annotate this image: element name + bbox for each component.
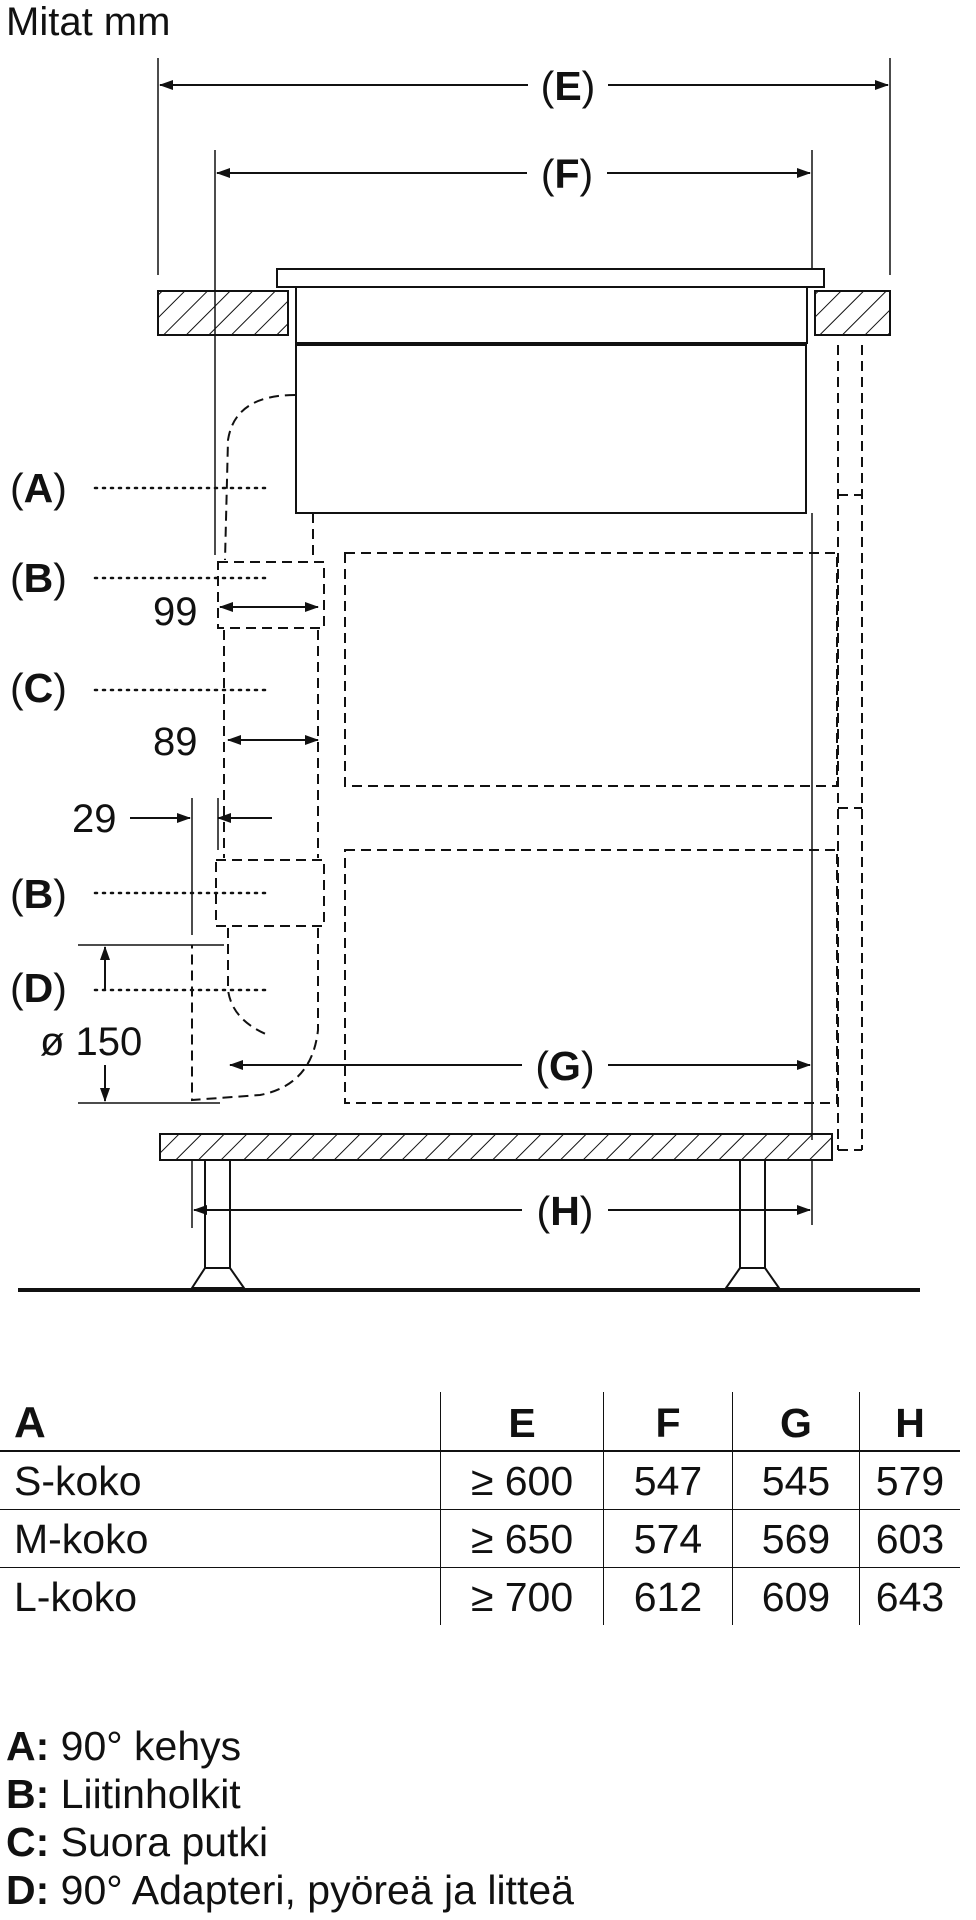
table-cell: 643 — [859, 1567, 960, 1625]
part-b2-letter: B — [24, 871, 54, 917]
dimension-f-letter: F — [554, 151, 579, 197]
part-label-a: (A) — [10, 465, 267, 511]
part-a-letter: A — [24, 465, 54, 511]
legend-text: Suora putki — [49, 1819, 269, 1865]
table-cell: 609 — [732, 1567, 860, 1625]
dimension-g-letter: G — [549, 1043, 581, 1089]
table-row: L-koko ≥ 700 612 609 643 — [0, 1567, 960, 1625]
legend-key: A: — [6, 1723, 50, 1769]
worktop-cutout — [157, 290, 891, 336]
part-label-c: (C) — [10, 665, 267, 711]
part-b-close: ) — [53, 555, 67, 601]
table-cell: 612 — [603, 1567, 733, 1625]
parts-legend: A: 90° kehys B: Liitinholkit C: Suora pu… — [6, 1722, 574, 1914]
duct-system — [191, 394, 325, 1102]
part-label-b-lower: (B) — [10, 871, 267, 917]
part-a-open: ( — [10, 465, 24, 511]
legend-item: A: 90° kehys — [6, 1722, 574, 1770]
table-cell: 569 — [732, 1509, 860, 1568]
dimension-g-close: ) — [581, 1043, 595, 1089]
table-cell: M-koko — [0, 1509, 441, 1568]
part-b-open: ( — [10, 555, 24, 601]
dimension-diagram: (E) (F) (A) — [10, 58, 920, 1292]
dimension-f: (F) — [214, 150, 813, 555]
measurement-89: 89 — [153, 720, 319, 764]
svg-text:ø 150: ø 150 — [40, 1020, 142, 1064]
legend-text: 90° kehys — [49, 1723, 242, 1769]
part-label-b-upper: (B) — [10, 555, 267, 601]
table-cell: S-koko — [0, 1451, 441, 1510]
svg-text:(E): (E) — [541, 63, 596, 109]
dimension-h-close: ) — [580, 1188, 594, 1234]
svg-text:89: 89 — [153, 720, 198, 764]
svg-text:(G): (G) — [535, 1043, 594, 1089]
cabinet-side — [344, 345, 863, 1151]
table-row: S-koko ≥ 600 547 545 579 — [0, 1451, 960, 1510]
part-c-letter: C — [24, 665, 54, 711]
legend-key: D: — [6, 1867, 50, 1913]
legend-key: C: — [6, 1819, 50, 1865]
table-cell: L-koko — [14, 1573, 138, 1620]
dimensions-table: A E F G H S-koko ≥ 600 547 545 579 M-kok… — [0, 1392, 960, 1625]
dimension-h-open: ( — [537, 1188, 551, 1234]
table-cell: ≥ 700 — [440, 1567, 604, 1625]
legend-item: B: Liitinholkit — [6, 1770, 574, 1818]
table-cell: ≥ 600 — [440, 1451, 604, 1510]
dimension-e-letter: E — [554, 63, 581, 109]
hob-unit — [276, 268, 825, 514]
part-b-letter: B — [24, 555, 54, 601]
part-label-d: (D) — [10, 965, 267, 1011]
svg-text:(H): (H) — [537, 1188, 594, 1234]
measurement-99: 99 — [153, 590, 319, 634]
svg-text:(B): (B) — [10, 555, 67, 601]
dimension-e-close: ) — [582, 63, 596, 109]
table-row: M-koko ≥ 650 574 569 603 — [0, 1509, 960, 1568]
cabinet-base — [18, 1133, 920, 1292]
part-a-close: ) — [53, 465, 67, 511]
legend-item: C: Suora putki — [6, 1818, 574, 1866]
legend-text: 90° Adapteri, pyöreä ja litteä — [49, 1867, 574, 1913]
svg-text:(C): (C) — [10, 665, 67, 711]
svg-text:(F): (F) — [541, 151, 593, 197]
dimension-f-open: ( — [541, 151, 555, 197]
table-header-row: A E F G H — [0, 1392, 960, 1452]
part-c-open: ( — [10, 665, 24, 711]
table-header-e: E — [440, 1392, 604, 1452]
dimension-f-close: ) — [580, 151, 594, 197]
dimension-h: (H) — [193, 1188, 811, 1234]
page-title: Mitat mm — [6, 0, 171, 44]
table-cell: 574 — [603, 1509, 733, 1568]
legend-text: Liitinholkit — [49, 1771, 241, 1817]
measurement-29: 29 — [72, 797, 272, 935]
table-header-h: H — [859, 1392, 960, 1452]
part-d-close: ) — [53, 965, 67, 1011]
dimension-h-letter: H — [550, 1188, 580, 1234]
part-c-close: ) — [53, 665, 67, 711]
table-header-a: A — [0, 1392, 441, 1452]
part-b2-close: ) — [53, 871, 67, 917]
svg-text:29: 29 — [72, 797, 117, 841]
svg-text:(B): (B) — [10, 871, 67, 917]
part-d-letter: D — [24, 965, 54, 1011]
measurement-diameter-150: ø 150 — [40, 944, 224, 1104]
dimension-g-open: ( — [535, 1043, 549, 1089]
table-header-f: F — [603, 1392, 733, 1452]
svg-text:(A): (A) — [10, 465, 67, 511]
legend-item: D: 90° Adapteri, pyöreä ja litteä — [6, 1866, 574, 1914]
table-cell: ≥ 650 — [440, 1509, 604, 1568]
dimension-e-open: ( — [541, 63, 555, 109]
part-b2-open: ( — [10, 871, 24, 917]
dimension-e: (E) — [157, 58, 891, 275]
legend-key: B: — [6, 1771, 50, 1817]
svg-text:99: 99 — [153, 590, 198, 634]
table-cell: 603 — [859, 1509, 960, 1568]
table-header-g: G — [732, 1392, 860, 1452]
svg-text:(D): (D) — [10, 965, 67, 1011]
part-d-open: ( — [10, 965, 24, 1011]
table-cell: 579 — [859, 1451, 960, 1510]
dimension-g: (G) — [229, 1043, 811, 1089]
table-cell: 547 — [603, 1451, 733, 1510]
table-cell: 545 — [732, 1451, 860, 1510]
